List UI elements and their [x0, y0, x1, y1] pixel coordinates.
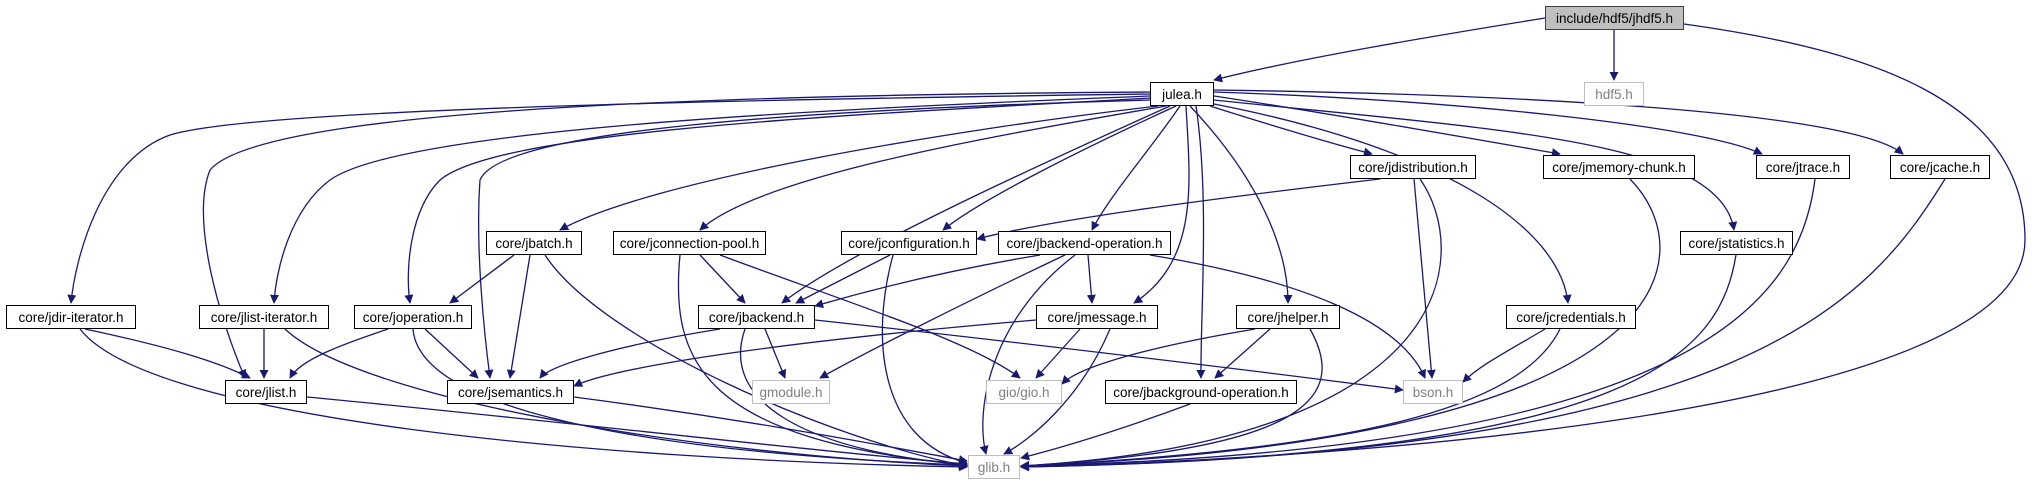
- edge-joperation-glib: [412, 328, 968, 470]
- edge-jbackend-glib: [739, 328, 968, 469]
- edge-julea-jhelper: [1189, 105, 1293, 304]
- edge-julea-jconfig: [942, 105, 1177, 231]
- edge-jbackend-bson: [814, 319, 1404, 394]
- edge-joperation-jlist: [289, 328, 389, 379]
- edge-jbatch-jsemantics: [506, 254, 531, 379]
- edge-julea-jbackendop: [1091, 105, 1181, 231]
- node-jhdf5[interactable]: include/hdf5/jhdf5.h: [1545, 6, 1684, 30]
- edge-julea-jdistribution: [1209, 105, 1373, 157]
- edge-jbatch-joperation: [449, 254, 515, 304]
- edge-julea-jcredentials: [1213, 103, 1572, 304]
- edge-jconnpool-gio: [719, 254, 1021, 379]
- edge-julea-jbackend: [781, 105, 1171, 304]
- edge-jsemantics-glib: [573, 396, 968, 464]
- node-jstatistics[interactable]: core/jstatistics.h: [1680, 231, 1793, 255]
- edge-jbackendop-bson: [1149, 254, 1426, 379]
- node-jconfiguration[interactable]: core/jconfiguration.h: [841, 231, 977, 255]
- edge-julea-jlist: [202, 91, 1151, 379]
- node-jdistribution[interactable]: core/jdistribution.h: [1350, 155, 1476, 179]
- edge-jhelper-gio: [1061, 328, 1256, 385]
- node-julea[interactable]: julea.h: [1150, 82, 1214, 106]
- node-joperation[interactable]: core/joperation.h: [354, 305, 472, 329]
- edge-jconfig-jbackend: [795, 254, 891, 304]
- node-hdf5: hdf5.h: [1584, 82, 1644, 106]
- edge-jbackground-glib: [1020, 403, 1191, 461]
- edge-jbackendop-gmodule: [819, 254, 1066, 379]
- edge-julea-jstatistics: [1213, 99, 1738, 231]
- node-jtrace[interactable]: core/jtrace.h: [1756, 155, 1850, 179]
- node-jcredentials[interactable]: core/jcredentials.h: [1506, 305, 1636, 329]
- node-gio: gio/gio.h: [986, 380, 1062, 404]
- node-gmodule: gmodule.h: [752, 380, 830, 404]
- node-jsemantics[interactable]: core/jsemantics.h: [447, 380, 574, 404]
- edge-julea-jlistiter: [270, 95, 1151, 304]
- edge-jmessage-glib: [1003, 328, 1111, 455]
- edge-julea-joperation: [404, 97, 1151, 304]
- node-jdir-iterator[interactable]: core/jdir-iterator.h: [6, 305, 136, 329]
- edge-julea-jcache: [1213, 89, 1904, 155]
- edge-jdistribution-glib: [1020, 178, 1442, 471]
- edge-jbackendop-jbackend: [814, 254, 1041, 309]
- node-jbatch[interactable]: core/jbatch.h: [486, 231, 582, 255]
- node-jlist[interactable]: core/jlist.h: [225, 380, 307, 404]
- edge-jdistribution-bson: [1413, 178, 1436, 379]
- node-glib: glib.h: [968, 455, 1020, 479]
- edge-julea-jdiriter: [67, 93, 1151, 304]
- node-jhelper[interactable]: core/jhelper.h: [1236, 305, 1340, 329]
- edge-jbackend-jsemantics: [539, 328, 721, 379]
- edge-jconnpool-jbackend: [699, 254, 746, 304]
- edge-julea-jmessage: [1133, 105, 1190, 304]
- node-jmemory-chunk[interactable]: core/jmemory-chunk.h: [1543, 155, 1695, 179]
- edge-jconfig-glib: [881, 254, 968, 466]
- edge-julea-jconnpool: [699, 105, 1167, 231]
- node-jbackend-operation[interactable]: core/jbackend-operation.h: [998, 231, 1171, 255]
- edge-jbatch-glib: [544, 254, 968, 469]
- node-bson: bson.h: [1403, 380, 1463, 404]
- edge-jmessage-gio: [1035, 328, 1081, 379]
- edge-jcredentials-glib: [1020, 328, 1561, 471]
- node-jlist-iterator[interactable]: core/jlist-iterator.h: [199, 305, 329, 329]
- node-jbackend[interactable]: core/jbackend.h: [698, 305, 815, 329]
- node-jbackground-operation[interactable]: core/jbackground-operation.h: [1105, 380, 1297, 404]
- node-jconnection-pool[interactable]: core/jconnection-pool.h: [613, 231, 766, 255]
- edge-jbackendop-jmessage: [1086, 254, 1096, 304]
- edge-jhdf5-julea: [1213, 17, 1546, 83]
- edge-jhelper-glib: [1020, 328, 1323, 471]
- edge-jstatistics-glib: [1020, 254, 1737, 472]
- edge-julea-jmemory: [1213, 95, 1561, 158]
- edge-jmessage-jsemantics: [573, 319, 1037, 387]
- edge-jcredentials-bson: [1462, 328, 1546, 383]
- edge-jdiriter-jlist: [84, 328, 251, 379]
- edge-julea-jsemantics: [477, 99, 1151, 379]
- edge-julea-jbatch: [559, 105, 1159, 231]
- node-jmessage[interactable]: core/jmessage.h: [1036, 305, 1158, 329]
- edge-jconnpool-glib: [677, 254, 968, 469]
- edge-jbackend-gmodule: [764, 328, 787, 379]
- edge-jdiriter-glib: [79, 328, 968, 472]
- edge-julea-jbackground: [1195, 105, 1206, 379]
- edge-julea-jtrace: [1213, 91, 1763, 155]
- edge-jlist-glib: [306, 396, 968, 468]
- edge-joperation-jsemantics: [424, 328, 479, 379]
- edge-jbackendop-glib: [979, 254, 1076, 455]
- edge-jhelper-jbackground: [1214, 328, 1271, 379]
- node-jcache[interactable]: core/jcache.h: [1890, 155, 1990, 179]
